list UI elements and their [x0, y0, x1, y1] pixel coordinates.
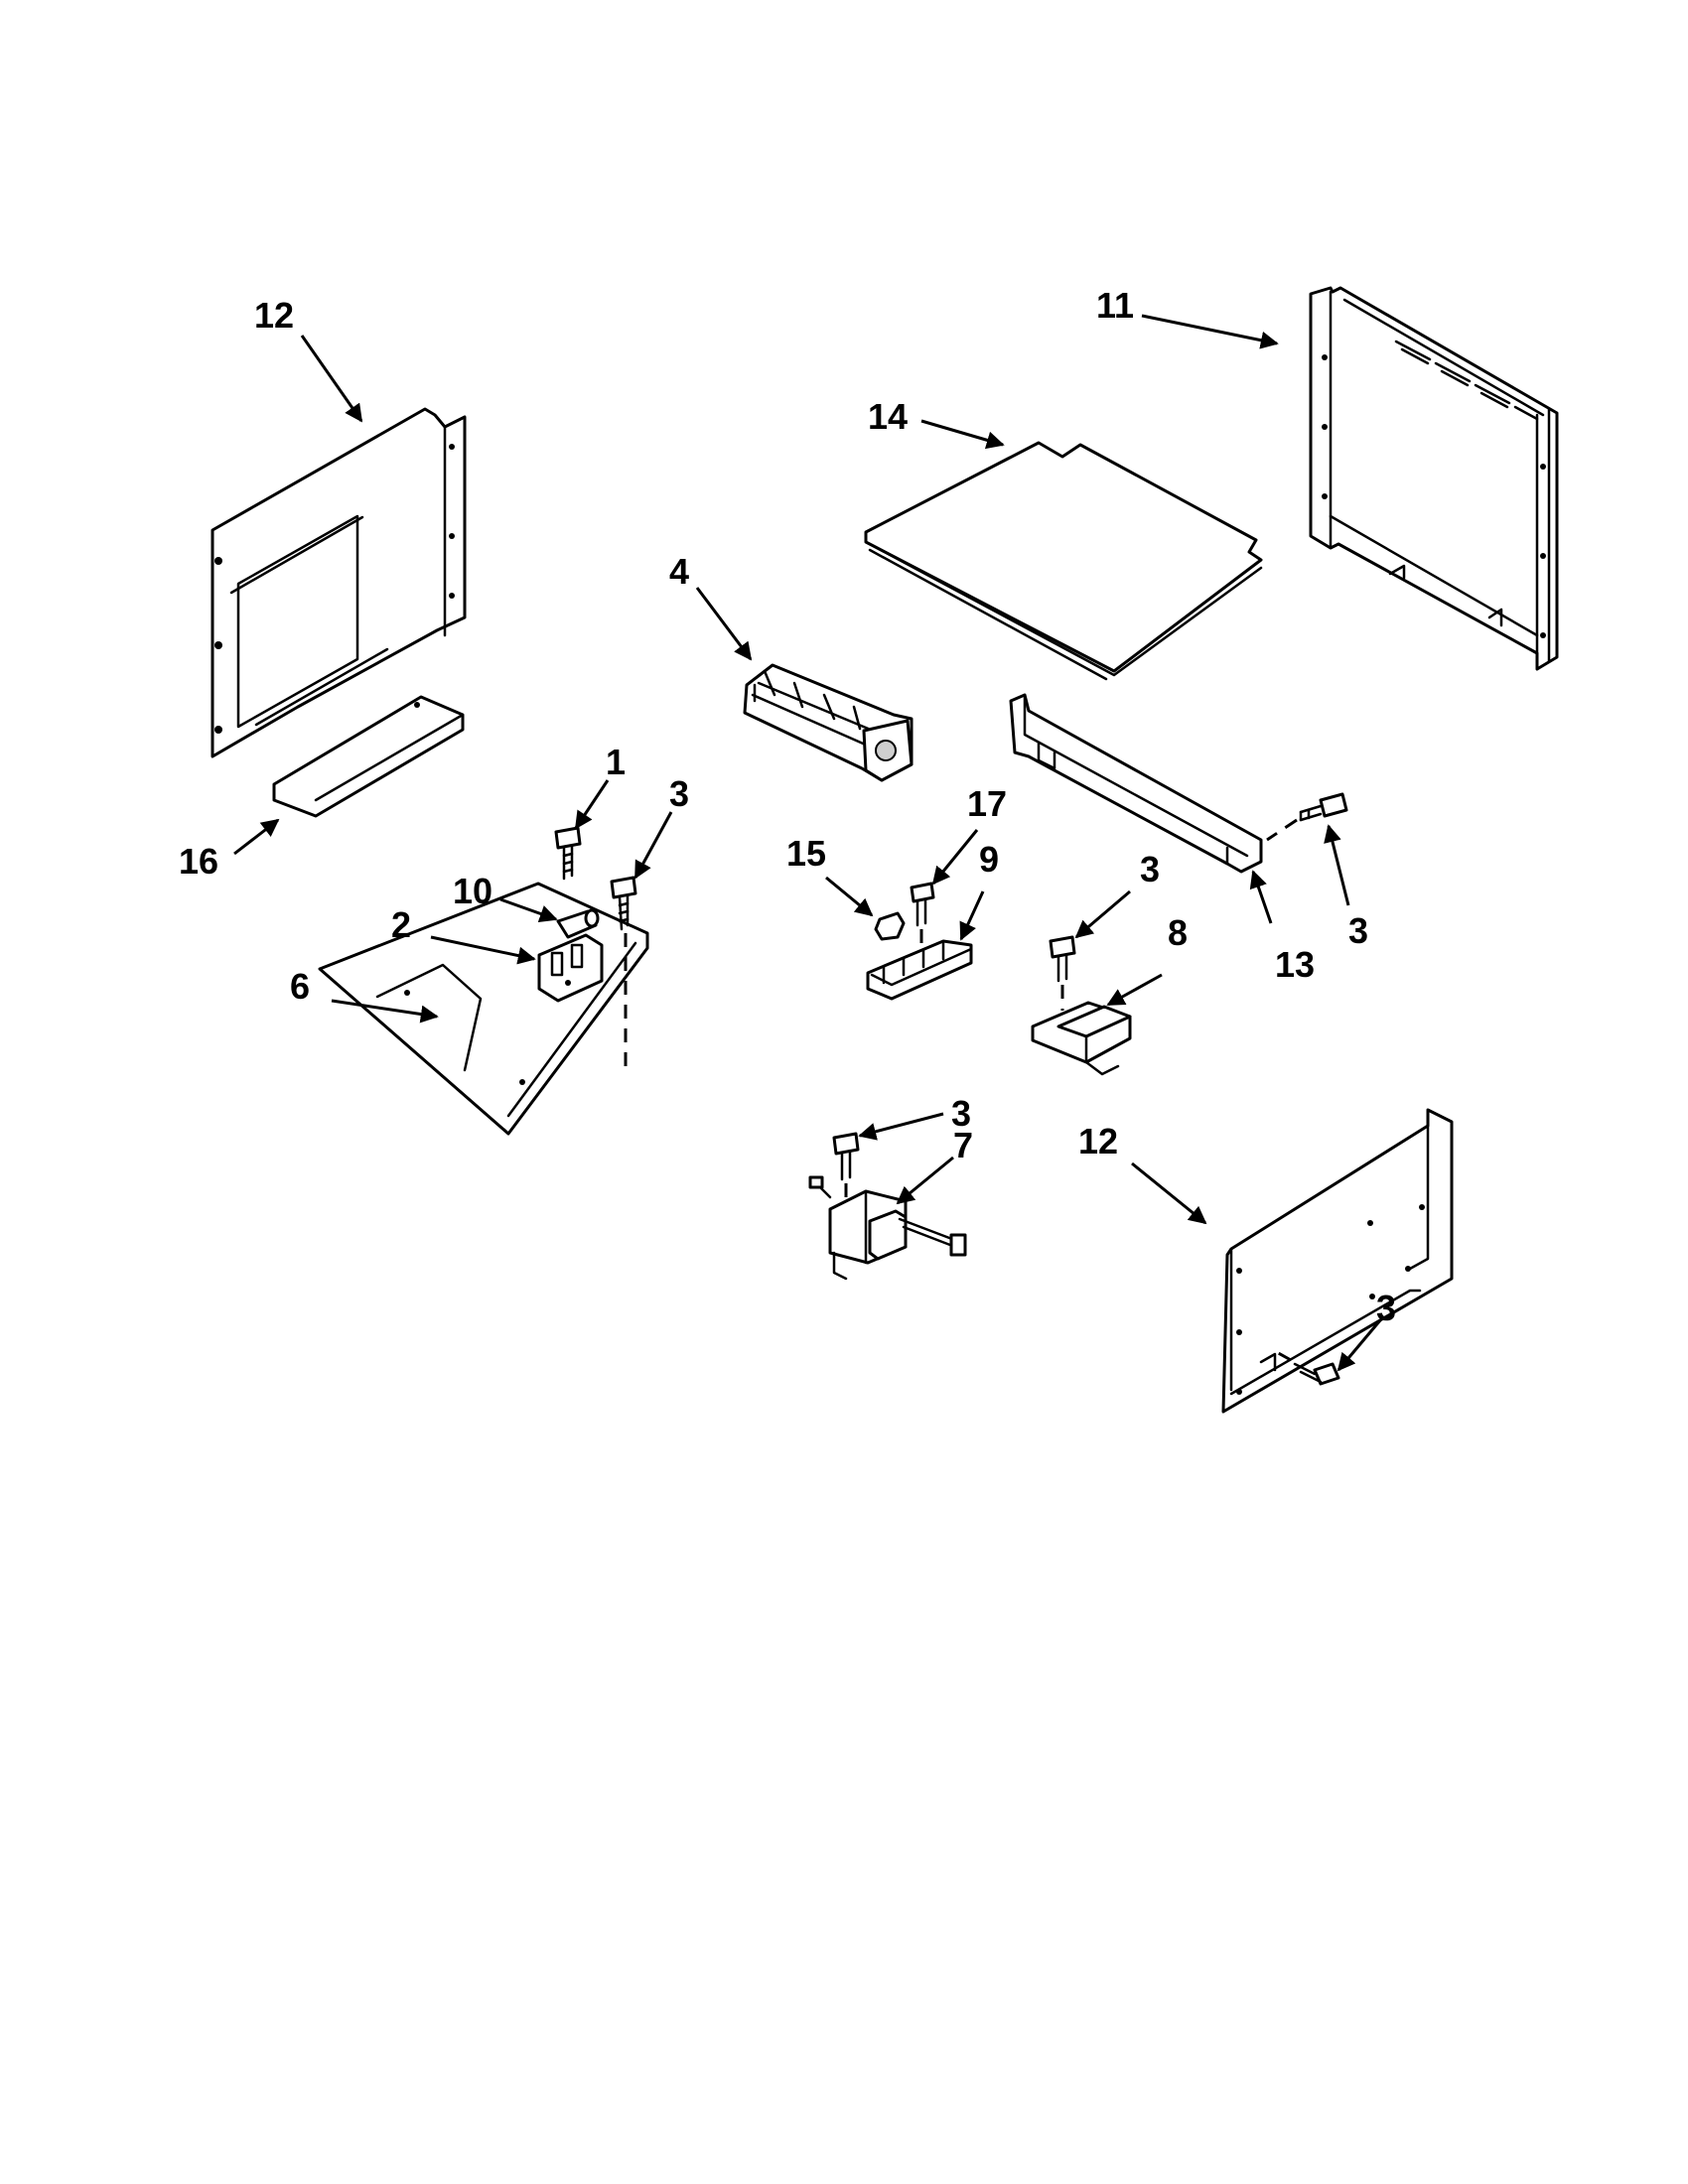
- leader-arrows: [233, 314, 1382, 1372]
- callout-10: 10: [453, 871, 492, 911]
- transformer-part-7: [808, 1175, 967, 1281]
- callout-14: 14: [868, 396, 908, 437]
- callout-13: 13: [1275, 944, 1315, 985]
- rail-bracket-part-13: [1009, 693, 1263, 874]
- screw-part-3-left: [610, 876, 637, 931]
- callout-3-rail: 3: [1348, 910, 1368, 951]
- callout-3-module: 3: [1140, 849, 1160, 889]
- assembly-line-screw-3-bottom-right: [1272, 1348, 1292, 1362]
- screw-part-3-bottom-right: [1293, 1362, 1340, 1386]
- callout-15: 15: [786, 833, 826, 874]
- terminal-strip-part-9: [866, 939, 973, 1001]
- fan-assembly-part-4: [743, 663, 914, 782]
- rear-panel-part-11: [1309, 286, 1559, 671]
- callout-17: 17: [967, 783, 1007, 824]
- screw-part-3-transformer: [832, 1132, 860, 1181]
- assembly-line-screw-3-rail: [1266, 818, 1298, 842]
- callout-2: 2: [391, 904, 411, 945]
- bracket-part-16: [272, 695, 465, 818]
- side-panel-left-part: [211, 407, 467, 758]
- callout-12-right: 12: [1078, 1121, 1118, 1161]
- screw-part-3-module: [1049, 935, 1076, 983]
- terminal-block-part-2: [537, 933, 604, 1003]
- callout-7: 7: [953, 1125, 973, 1165]
- callout-1: 1: [606, 742, 626, 782]
- callout-3-transformer: 3: [951, 1093, 971, 1134]
- callout-16: 16: [179, 841, 218, 882]
- nut-part-15: [874, 911, 906, 941]
- screw-part-17: [910, 882, 935, 927]
- callout-labels: 12 16 6 2 10 1 3 4 14 11 13 3 15 17 9 3 …: [179, 285, 1396, 1328]
- callout-3-left: 3: [669, 773, 689, 814]
- callout-4: 4: [669, 551, 689, 592]
- fuse-part-10: [556, 908, 600, 939]
- top-sheet-part-14: [864, 441, 1263, 681]
- callout-3-bottom-right: 3: [1376, 1288, 1396, 1328]
- control-module-part-8: [1031, 1001, 1132, 1076]
- callout-9: 9: [979, 839, 999, 880]
- callout-11: 11: [1096, 285, 1134, 326]
- callout-8: 8: [1168, 912, 1188, 953]
- callout-6: 6: [290, 966, 310, 1007]
- screw-part-1: [554, 826, 582, 881]
- side-panel-right-part: [1221, 1108, 1454, 1414]
- callout-12-left: 12: [254, 295, 294, 336]
- screw-part-3-rail: [1299, 792, 1348, 822]
